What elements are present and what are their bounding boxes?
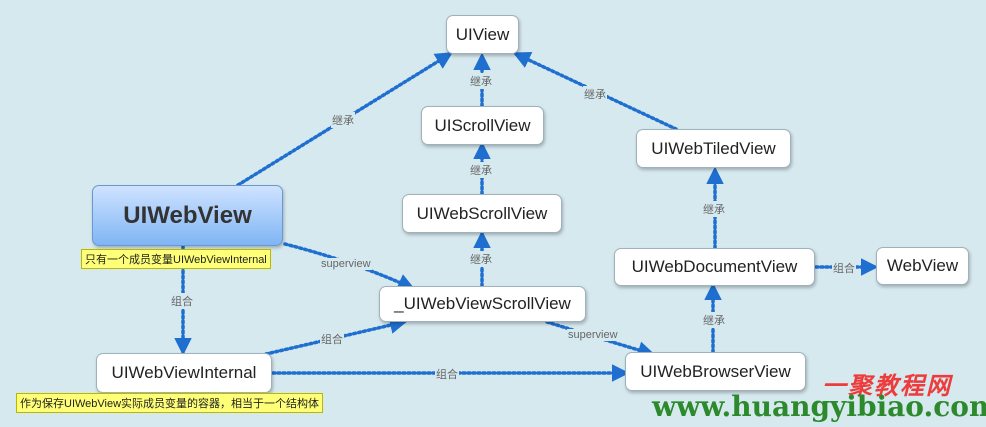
node-uiwebscrollview: UIWebScrollView [402,194,562,233]
node-uiwebtiledview: UIWebTiledView [636,129,791,168]
edge-label-compose: 组合 [435,366,459,382]
edge-label-inherit: 继承 [702,201,726,217]
edge-label-inherit: 继承 [469,251,493,267]
edge-label-inherit: 继承 [331,112,355,128]
node-uiscrollview: UIScrollView [421,106,544,145]
watermark-url: www.huangyibiao.com [652,390,986,423]
edge-label-superview: superview [320,258,372,270]
node-uiwebview: UIWebView [92,185,283,246]
node-webview: WebView [876,247,969,285]
internal-note: 作为保存UIWebView实际成员变量的容器，相当于一个结构体 [16,393,324,413]
uiwebview-note: 只有一个成员变量UIWebViewInternal [81,249,271,269]
node-uiwebviewinternal: UIWebViewInternal [96,353,272,393]
watermark-brand: 一聚教程网 [822,371,952,400]
edge-label-inherit: 继承 [702,312,726,328]
edge-label-superview: superview [567,329,619,341]
edge-label-compose: 组合 [320,331,344,347]
edge-label-compose: 组合 [832,260,856,276]
edge-label-inherit: 继承 [583,86,607,102]
node-uiwebbrowserview: UIWebBrowserView [625,352,806,391]
node-uiview: UIView [446,15,519,54]
node-uiwebdocumentview: UIWebDocumentView [614,248,815,286]
edge-label-inherit: 继承 [469,73,493,89]
edge-label-compose: 组合 [170,293,194,309]
edge-label-inherit: 继承 [469,162,493,178]
node-uiwebviewscrollview: _UIWebViewScrollView [379,286,586,322]
